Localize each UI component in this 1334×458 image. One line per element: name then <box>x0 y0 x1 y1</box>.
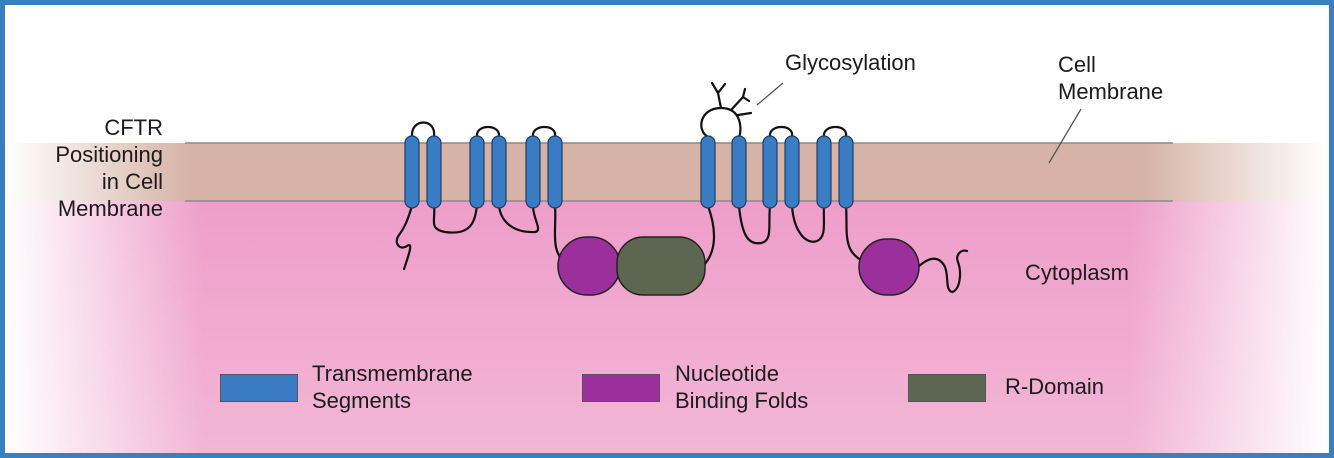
transmembrane-segment-11 <box>816 135 832 209</box>
legend-label-nucleotide-binding-folds: Nucleotide Binding Folds <box>675 361 809 413</box>
cytoplasm-label: Cytoplasm <box>1025 260 1129 285</box>
loop-extracellular-4 <box>700 106 742 139</box>
diagram-title: CFTR Positioning in Cell Membrane <box>55 115 163 221</box>
legend-swatch-r-domain <box>908 374 986 402</box>
transmembrane-segment-2 <box>426 135 442 209</box>
glycosylation-label: Glycosylation <box>785 50 916 75</box>
transmembrane-segment-10 <box>784 135 800 209</box>
loop-extracellular-2 <box>475 125 501 138</box>
glycosylation-leader-line <box>756 82 784 106</box>
transmembrane-segment-3 <box>469 135 485 209</box>
loop-intracellular-3 <box>737 204 772 245</box>
transmembrane-segment-7 <box>700 135 716 209</box>
cell-membrane-leader-line <box>1048 108 1082 164</box>
transmembrane-segments <box>404 135 854 209</box>
loop-extracellular-5 <box>768 125 794 138</box>
loop-intracellular-2 <box>497 204 540 234</box>
membrane-band <box>5 143 1329 201</box>
legend-swatch-nucleotide-binding-folds <box>582 374 660 402</box>
nucleotide-binding-fold-2 <box>858 238 920 296</box>
cftr-chain <box>395 81 969 294</box>
nucleotide-binding-fold-1 <box>557 236 621 296</box>
r-domain <box>616 236 706 296</box>
loop-extracellular-1 <box>410 121 436 138</box>
legend-label-transmembrane: Transmembrane Segments <box>312 361 473 413</box>
cell-membrane-label: Cell Membrane <box>1058 52 1164 104</box>
transmembrane-segment-6 <box>547 135 563 209</box>
transmembrane-segment-9 <box>762 135 778 209</box>
n-terminus-tail <box>395 204 414 271</box>
transmembrane-segment-12 <box>838 135 854 209</box>
loop-extracellular-6 <box>822 125 848 138</box>
transmembrane-segment-4 <box>491 135 507 209</box>
loop-intracellular-1 <box>432 204 479 234</box>
cftr-diagram <box>5 81 1329 453</box>
c-terminus-tail <box>916 249 969 294</box>
transmembrane-segment-8 <box>731 135 747 209</box>
loop-intracellular-4 <box>790 204 826 243</box>
transmembrane-segment-1 <box>404 135 420 209</box>
legend-label-r-domain: R-Domain <box>1005 374 1105 399</box>
transmembrane-segment-5 <box>525 135 541 209</box>
legend-swatch-transmembrane <box>220 374 298 402</box>
loop-extracellular-3 <box>531 125 557 138</box>
glycosylation-tree <box>710 81 753 117</box>
linker-r-domain-to-tmd2 <box>700 204 716 269</box>
